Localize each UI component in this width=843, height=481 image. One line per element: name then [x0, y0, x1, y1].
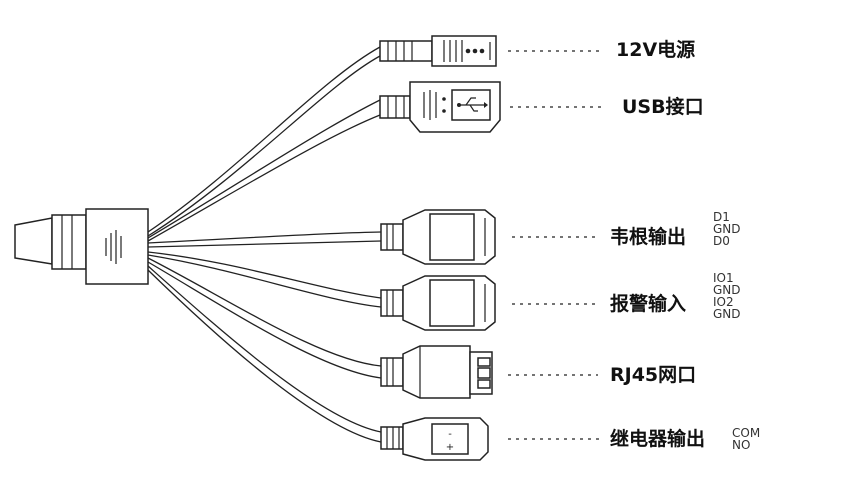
relay-label: 继电器输出	[610, 428, 706, 450]
alarm-connector	[380, 275, 496, 331]
pin-label: IO1	[713, 271, 734, 285]
usb-label: USB接口	[622, 96, 704, 118]
wiegand-connector	[380, 209, 496, 265]
main-cable	[14, 214, 87, 270]
usb-connector	[379, 81, 501, 133]
rj45-connector	[380, 345, 493, 399]
power-connector	[379, 35, 497, 67]
pin-label: GND	[713, 283, 741, 297]
wiegand-pin-list: D1 GND D0	[713, 211, 741, 247]
wiegand-label: 韦根输出	[610, 226, 687, 248]
wires	[147, 46, 382, 443]
usb-icon	[457, 97, 488, 112]
pin-label: D1	[713, 210, 730, 224]
relay-connector: - +	[380, 417, 489, 461]
pin-label: GND	[713, 222, 741, 236]
pin-label: IO2	[713, 295, 734, 309]
cable-hub	[85, 208, 149, 285]
power-label: 12V电源	[616, 39, 696, 61]
pin-label: COM	[732, 426, 761, 440]
pin-label: NO	[732, 438, 751, 452]
pin-label: D0	[713, 234, 730, 248]
relay-plus-icon: +	[446, 442, 454, 453]
relay-minus-icon: -	[448, 429, 452, 440]
relay-pin-list: COM NO	[732, 427, 760, 451]
alarm-pin-list: IO1 GND IO2 GND	[713, 272, 741, 320]
rj45-label: RJ45网口	[610, 364, 697, 386]
alarm-label: 报警输入	[610, 293, 687, 315]
pin-label: GND	[713, 307, 741, 321]
